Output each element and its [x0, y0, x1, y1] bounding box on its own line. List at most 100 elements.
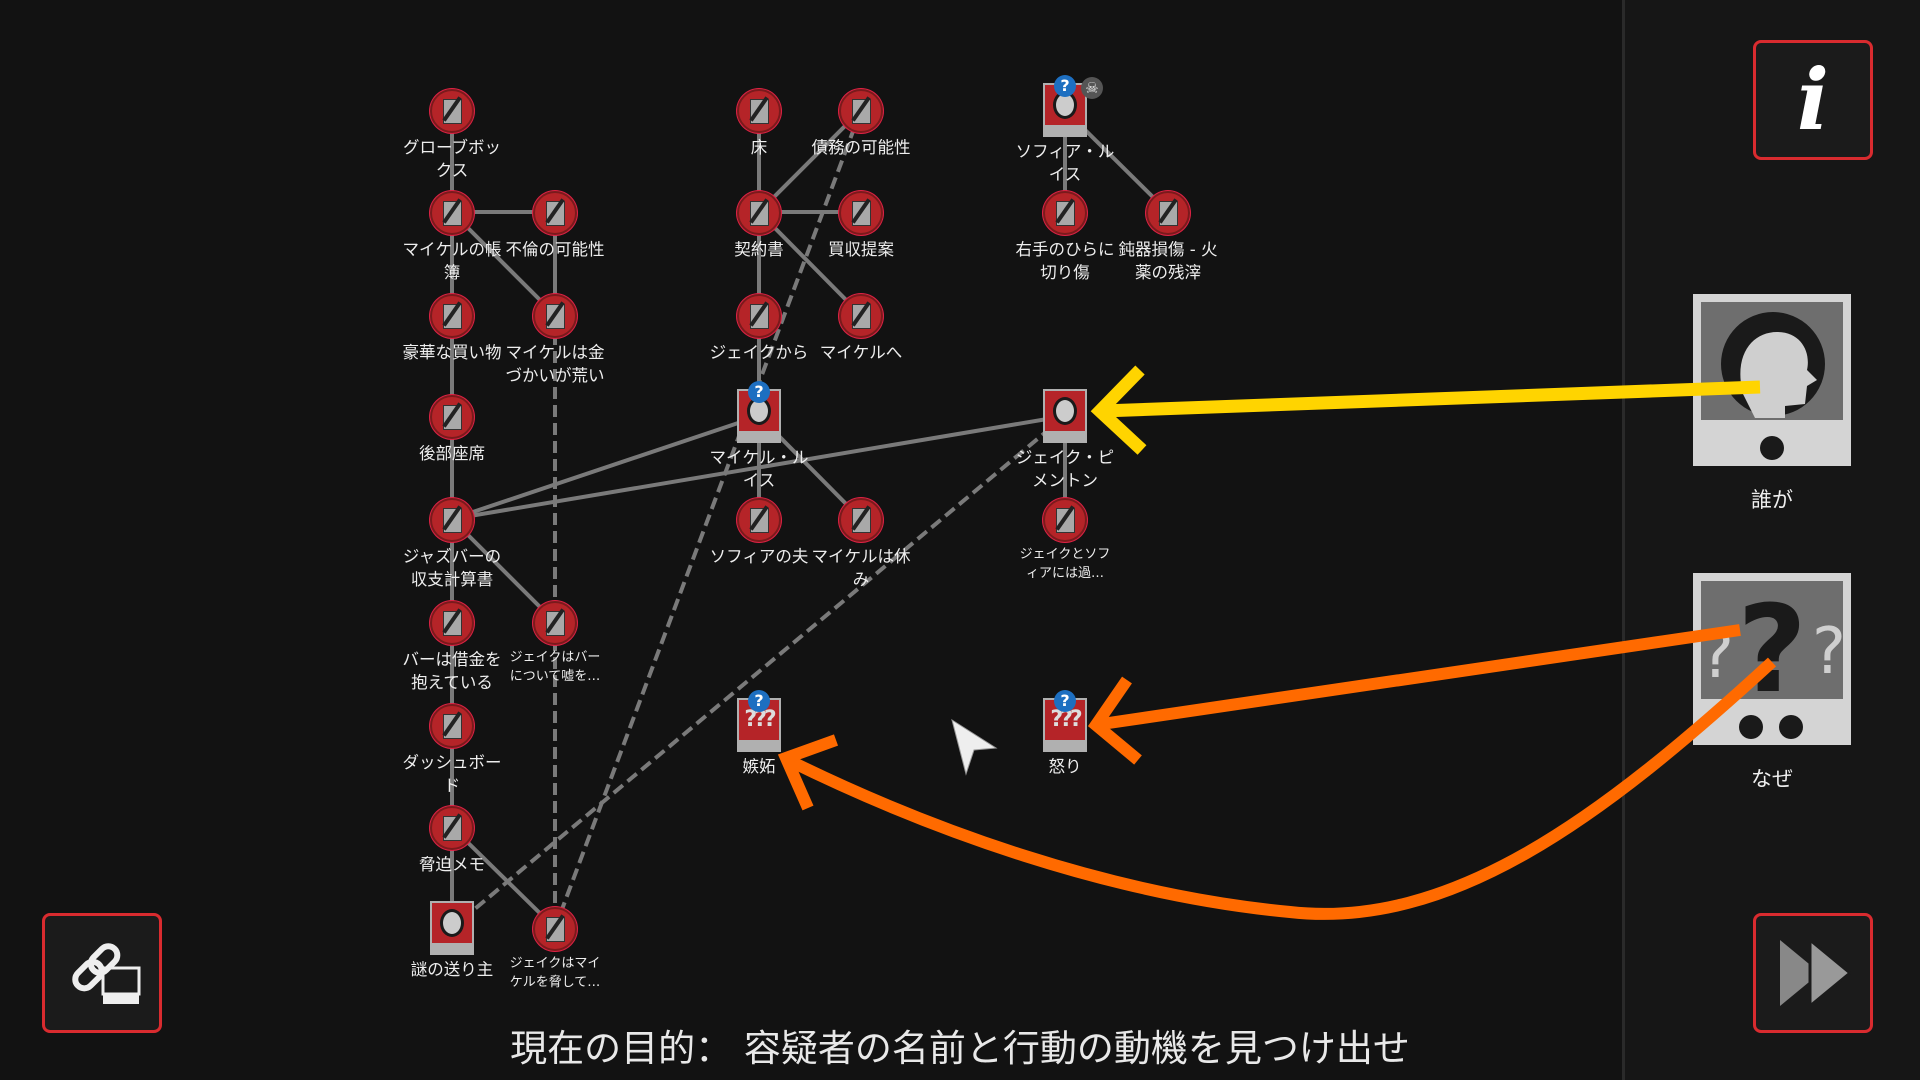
note-icon	[430, 294, 474, 338]
clue-node-jake-threat[interactable]: ジェイクはマイケルを脅して…	[505, 907, 605, 992]
skull-icon: ☠	[1081, 77, 1103, 99]
clue-label: グローブボックス	[402, 138, 501, 180]
why-card[interactable]: ? ? ?	[1693, 573, 1851, 745]
question-badge-icon: ?	[1054, 690, 1076, 712]
clue-node-jazzbar[interactable]: ジャズバーの収支計算書	[402, 498, 502, 591]
why-label: なぜ	[1751, 767, 1793, 791]
link-chain-icon	[72, 943, 141, 1004]
clue-label: 右手のひらに切り傷	[1015, 240, 1115, 282]
clue-label: 脅迫メモ	[419, 855, 485, 874]
head-silhouette-icon	[1721, 312, 1825, 460]
clue-node-glovebox[interactable]: グローブボックス	[402, 89, 502, 182]
clue-node-to-michael[interactable]: マイケルへ	[811, 294, 911, 364]
person-icon: ?☠	[1043, 75, 1103, 137]
clue-label: ソフィア・ルイス	[1015, 142, 1115, 184]
link-clues-button[interactable]	[42, 913, 162, 1033]
clue-node-threat-memo[interactable]: 脅迫メモ	[402, 806, 502, 876]
deduction-board: グローブボックスマイケルの帳簿不倫の可能性豪華な買い物マイケルは金づかいが荒い後…	[402, 75, 1218, 992]
clue-label: ジェイクとソフィアには過…	[1019, 547, 1111, 581]
info-icon: i	[1797, 50, 1829, 149]
note-icon	[533, 191, 577, 235]
clue-node-jake-sofia[interactable]: ジェイクとソフィアには過…	[1015, 498, 1115, 583]
clue-node-from-jake[interactable]: ジェイクから	[709, 294, 809, 364]
info-button[interactable]: i	[1753, 40, 1873, 160]
note-icon	[430, 806, 474, 850]
person-icon	[1043, 389, 1087, 443]
clue-label: 債務の可能性	[811, 138, 911, 157]
clue-node-jake[interactable]: ジェイク・ピメントン	[1015, 389, 1115, 492]
note-icon	[430, 89, 474, 133]
note-icon	[430, 498, 474, 542]
clue-node-sofia[interactable]: ?☠ ソフィア・ルイス	[1015, 75, 1115, 186]
clue-label: 後部座席	[419, 444, 485, 463]
note-icon	[737, 191, 781, 235]
question-badge-icon: ?	[748, 381, 770, 403]
clue-label: バーは借金を抱えている	[402, 650, 502, 692]
note-icon	[533, 601, 577, 645]
question-badge-icon: ?	[1054, 75, 1076, 97]
clue-node-bar-debt[interactable]: バーは借金を抱えている	[402, 601, 502, 694]
note-icon	[430, 395, 474, 439]
clue-node-dashboard[interactable]: ダッシュボード	[402, 704, 502, 797]
clue-label: ソフィアの夫	[709, 547, 809, 566]
clue-node-michael-ledger[interactable]: マイケルの帳簿	[402, 191, 502, 284]
clue-label: 買収提案	[828, 240, 894, 259]
note-icon	[737, 498, 781, 542]
solid-link	[757, 108, 863, 214]
note-icon	[430, 601, 474, 645]
svg-text:?: ?	[1700, 619, 1734, 693]
clue-node-jake-lied[interactable]: ジェイクはバーについて嘘を…	[505, 601, 605, 686]
solid-link	[450, 517, 557, 624]
who-card[interactable]	[1693, 294, 1851, 466]
clue-node-backseat[interactable]: 後部座席	[402, 395, 502, 465]
clue-label: 鈍器損傷 - 火薬の残滓	[1118, 240, 1218, 282]
clue-label: ジェイクはマイケルを脅して…	[509, 956, 601, 990]
note-icon	[1043, 191, 1087, 235]
note-icon	[430, 191, 474, 235]
clue-label: マイケルへ	[819, 343, 903, 362]
person-icon	[430, 901, 474, 955]
clue-label: マイケルの帳簿	[402, 240, 502, 282]
mouse-cursor-icon	[951, 718, 998, 776]
note-icon	[737, 294, 781, 338]
dashed-link	[553, 109, 863, 929]
clue-node-michael[interactable]: ?マイケル・ルイス	[709, 381, 809, 492]
question-marks-icon: ? ? ?	[1700, 581, 1846, 739]
motive-icon: ????	[737, 690, 781, 752]
clue-node-contract[interactable]: 契約書	[709, 191, 809, 261]
fast-forward-button[interactable]	[1753, 913, 1873, 1033]
clue-label: 謎の送り主	[410, 960, 494, 979]
svg-text:?: ?	[1812, 615, 1846, 689]
note-icon	[839, 498, 883, 542]
clue-node-affair[interactable]: 不倫の可能性	[505, 191, 605, 261]
fast-forward-icon	[1780, 936, 1853, 1010]
clue-label: マイケルは金づかいが荒い	[505, 343, 605, 385]
note-icon	[839, 89, 883, 133]
clue-label: ダッシュボード	[402, 753, 502, 795]
clue-label: ジェイクはバーについて嘘を…	[509, 650, 601, 684]
note-icon	[839, 294, 883, 338]
clue-node-floor[interactable]: 床	[709, 89, 809, 159]
clue-node-cut[interactable]: 右手のひらに切り傷	[1015, 191, 1115, 284]
clue-node-sofia-husband[interactable]: ソフィアの夫	[709, 498, 809, 568]
note-icon	[430, 704, 474, 748]
clue-node-luxury[interactable]: 豪華な買い物	[402, 294, 502, 364]
clue-node-sender[interactable]: 謎の送り主	[402, 901, 502, 981]
note-icon	[839, 191, 883, 235]
clue-label: ジェイク・ピメントン	[1015, 448, 1115, 490]
note-icon	[533, 907, 577, 951]
solid-link	[757, 210, 863, 317]
solid-link	[450, 210, 557, 317]
clue-label: 嫉妬	[742, 757, 776, 776]
note-icon	[533, 294, 577, 338]
clue-label: 豪華な買い物	[402, 343, 502, 362]
clue-node-buyout[interactable]: 買収提案	[811, 191, 911, 261]
clue-node-spending[interactable]: マイケルは金づかいが荒い	[505, 294, 605, 387]
clue-node-debt[interactable]: 債務の可能性	[811, 89, 911, 159]
solid-link	[450, 825, 557, 930]
clue-node-jealousy[interactable]: ???? 嫉妬	[709, 690, 809, 778]
clue-node-anger[interactable]: ????怒り	[1015, 690, 1115, 778]
clue-node-michael-off[interactable]: マイケルは休み	[811, 498, 911, 591]
clue-node-blunt[interactable]: 鈍器損傷 - 火薬の残滓	[1118, 191, 1218, 284]
note-icon	[737, 89, 781, 133]
